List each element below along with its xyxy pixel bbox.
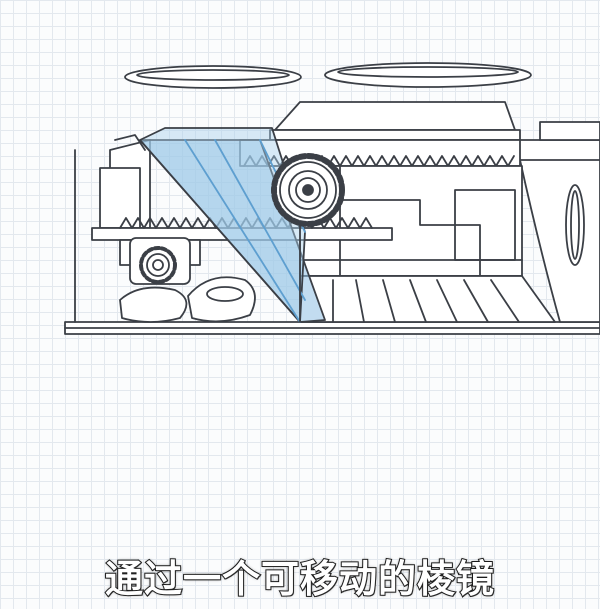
left-lens-icon — [124, 65, 302, 89]
motor-gear-icon — [129, 237, 191, 285]
subtitle-caption: 通过一个可移动的棱镜 — [104, 556, 495, 602]
bottom-lens-pads — [119, 276, 256, 323]
prism-mechanism-illustration — [64, 62, 600, 335]
drive-gear-icon — [271, 153, 345, 227]
base-plate — [64, 149, 600, 335]
right-lens-icon — [324, 62, 532, 88]
movable-prism — [139, 127, 326, 323]
right-housing — [514, 121, 600, 323]
upper-rack-carriage — [239, 101, 521, 167]
slatted-tray — [299, 275, 556, 323]
